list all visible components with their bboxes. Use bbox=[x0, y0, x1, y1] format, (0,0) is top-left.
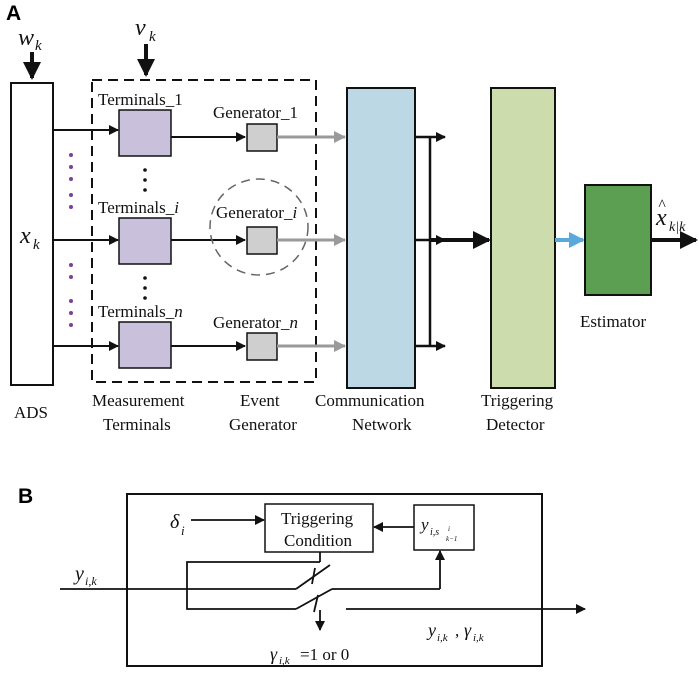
output-gamma-subscript: i,k bbox=[473, 632, 485, 644]
terminal-dots-upper bbox=[143, 168, 147, 192]
triggering-detector-label-line1: Triggering bbox=[481, 391, 554, 410]
communication-network-label-line2: Network bbox=[352, 415, 412, 434]
event-generator-label-line2: Generator bbox=[229, 415, 297, 434]
estimate-subscript: k|k bbox=[669, 220, 686, 235]
ads-block bbox=[10, 82, 54, 386]
w-symbol: w bbox=[18, 25, 34, 51]
delta-subscript: i bbox=[181, 523, 185, 538]
communication-network-label-line1: Communication bbox=[315, 391, 425, 410]
estimator-label: Estimator bbox=[580, 312, 646, 331]
input-y-symbol: y bbox=[73, 563, 84, 585]
switch-upper-tick bbox=[311, 567, 316, 585]
triggering-condition-label-line2: Condition bbox=[284, 531, 353, 550]
panel-b-label: B bbox=[18, 485, 33, 508]
terminal-i-block bbox=[118, 217, 172, 265]
communication-network-block bbox=[346, 87, 416, 389]
input-y-subscript: i,k bbox=[85, 574, 97, 588]
output-gamma-symbol: γ bbox=[464, 620, 472, 640]
estimate-hat: ^ bbox=[658, 197, 666, 214]
ads-state-subscript: k bbox=[33, 237, 40, 253]
terminal-dots-lower bbox=[143, 276, 147, 300]
triggering-detector-label-line2: Detector bbox=[486, 415, 545, 434]
w-k-input: w k bbox=[18, 25, 42, 80]
gamma-subscript: i,k bbox=[279, 655, 291, 667]
generator-i-label: Generator_i bbox=[216, 203, 297, 222]
switch-lower-tick bbox=[313, 594, 319, 613]
output-y-subscript: i,k bbox=[437, 632, 449, 644]
terminal-1-label: Terminals_1 bbox=[98, 90, 183, 109]
terminal-i-label: Terminals_i bbox=[98, 198, 179, 217]
triggering-condition-block bbox=[264, 503, 374, 553]
previous-y-superscript: i bbox=[448, 525, 450, 533]
gamma-symbol: γ bbox=[270, 644, 278, 664]
previous-y-symbol: y bbox=[419, 515, 429, 534]
previous-y-sub-subscript: k−1 bbox=[446, 535, 457, 543]
generator-1-label: Generator_1 bbox=[213, 103, 298, 122]
switch-lower-blade bbox=[295, 588, 333, 610]
measurement-terminals-group bbox=[91, 79, 317, 383]
previous-y-subscript: i,s bbox=[430, 527, 439, 538]
ellipsis-dots-upper bbox=[69, 153, 73, 209]
generator-1-block bbox=[246, 123, 278, 152]
measurement-terminals-label-line2: Terminals bbox=[103, 415, 171, 434]
measurement-terminals-label-line1: Measurement bbox=[92, 391, 185, 410]
event-generator-label-line1: Event bbox=[240, 391, 280, 410]
delta-symbol: δ bbox=[170, 511, 180, 533]
panel-b-frame bbox=[126, 493, 543, 667]
estimator-block bbox=[584, 184, 652, 296]
terminal-n-block bbox=[118, 321, 172, 369]
generator-n-block bbox=[246, 332, 278, 361]
v-subscript: k bbox=[149, 29, 156, 45]
triggering-condition-label-line1: Triggering bbox=[281, 509, 354, 528]
output-comma: , bbox=[455, 621, 459, 640]
output-y-symbol: y bbox=[426, 620, 436, 640]
generator-n-label: Generator_n bbox=[213, 313, 298, 332]
terminal-n-label: Terminals_n bbox=[98, 302, 183, 321]
v-symbol: v bbox=[135, 15, 146, 41]
ellipsis-dots-lower bbox=[69, 263, 73, 327]
ads-label: ADS bbox=[14, 403, 48, 422]
estimate-symbol: x bbox=[655, 205, 667, 231]
ads-state-symbol: x bbox=[19, 223, 31, 249]
v-k-input: v k bbox=[135, 15, 156, 77]
previous-measurement-block bbox=[413, 504, 475, 551]
generator-i-block bbox=[246, 226, 278, 255]
generator-i-highlight bbox=[209, 178, 309, 276]
triggering-detector-block bbox=[490, 87, 556, 389]
w-subscript: k bbox=[35, 38, 42, 54]
panel-a-label: A bbox=[6, 2, 21, 25]
feedback-path-line bbox=[186, 561, 320, 610]
terminal-1-block bbox=[118, 109, 172, 157]
gamma-value-text: =1 or 0 bbox=[300, 645, 349, 664]
